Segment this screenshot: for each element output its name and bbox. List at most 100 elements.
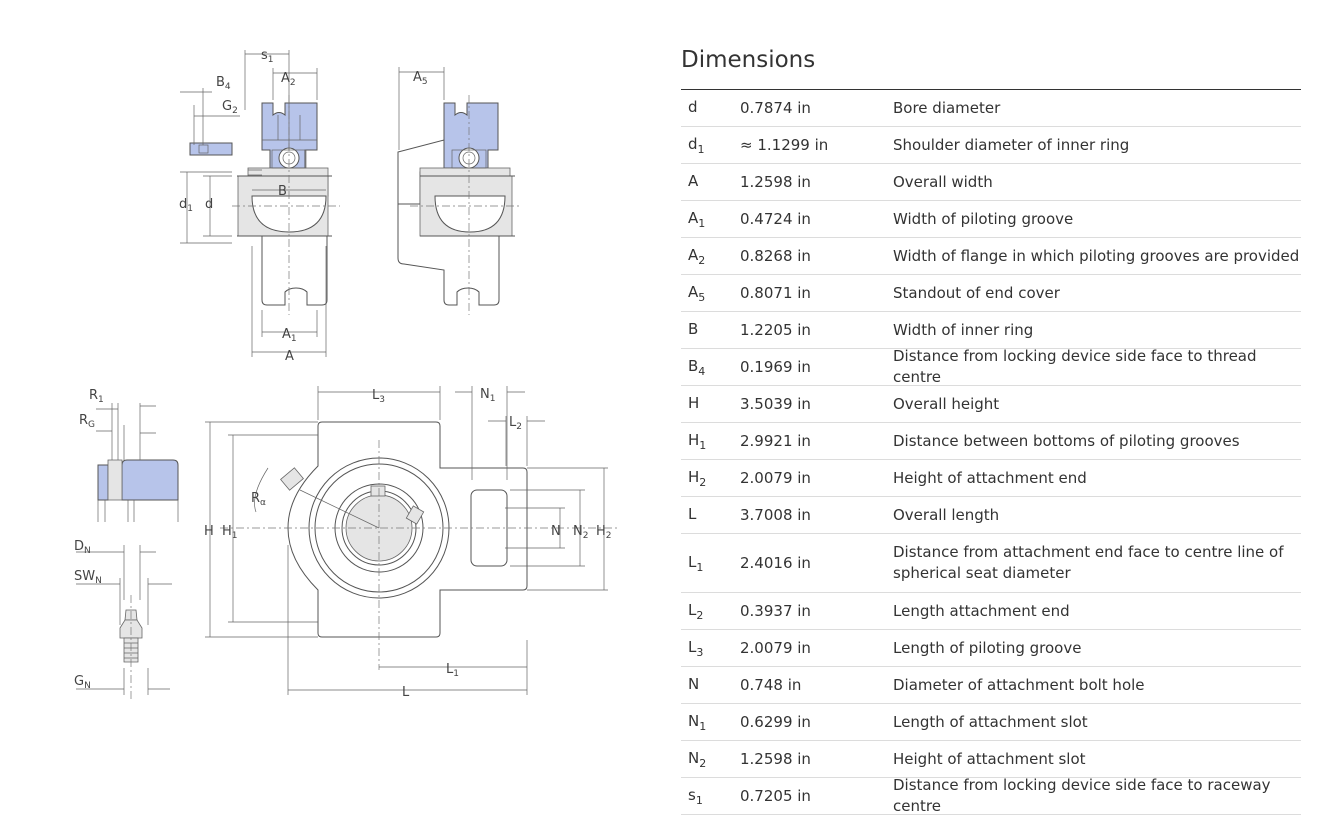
dimension-row: N 0.748 in Diameter of attachment bolt h… xyxy=(681,667,1301,704)
svg-text:d1: d1 xyxy=(179,197,193,214)
dimension-value: 3.7008 in xyxy=(740,506,811,524)
dimension-symbol: L2 xyxy=(688,600,704,622)
svg-text:Rα: Rα xyxy=(251,491,266,508)
dimension-row: H 3.5039 in Overall height xyxy=(681,386,1301,423)
dimension-value: 1.2598 in xyxy=(740,173,811,191)
svg-text:A1: A1 xyxy=(282,327,297,344)
dimension-description: Standout of end cover xyxy=(893,283,1060,302)
svg-text:B: B xyxy=(278,184,287,199)
dimension-symbol: H xyxy=(688,393,700,412)
dimension-value: 0.7874 in xyxy=(740,99,811,117)
dimension-row: A2 0.8268 in Width of flange in which pi… xyxy=(681,238,1301,275)
dimension-row: A 1.2598 in Overall width xyxy=(681,164,1301,201)
dimension-description: Overall height xyxy=(893,394,1000,413)
bearing-unit-technical-drawing: s1 A2 B4 G2 d1 d B A1 A A5 xyxy=(74,48,618,700)
svg-text:L2: L2 xyxy=(509,415,522,432)
svg-text:B4: B4 xyxy=(216,75,231,92)
title-divider xyxy=(681,89,1301,90)
dimension-value: 2.0079 in xyxy=(740,469,811,487)
svg-text:L1: L1 xyxy=(446,662,459,679)
dimension-description: Distance from locking device side face t… xyxy=(893,776,1271,815)
svg-text:GN: GN xyxy=(74,674,91,691)
dimension-row: d 0.7874 in Bore diameter xyxy=(681,90,1301,127)
dimension-value: 2.4016 in xyxy=(740,554,811,572)
dimension-row: A1 0.4724 in Width of piloting groove xyxy=(681,201,1301,238)
dimension-row: L 3.7008 in Overall length xyxy=(681,497,1301,534)
grease-nipple-details: R1 RG DN SWN GN xyxy=(74,388,179,700)
dimension-symbol: d1 xyxy=(688,134,705,156)
dimension-row: N1 0.6299 in Length of attachment slot xyxy=(681,704,1301,741)
dimensions-table: d 0.7874 in Bore diameter d1 ≈ 1.1299 in… xyxy=(681,90,1301,815)
side-section-view: s1 A2 B4 G2 d1 d B A1 A xyxy=(179,48,340,364)
dimension-value: 1.2598 in xyxy=(740,750,811,768)
svg-text:A2: A2 xyxy=(281,71,296,88)
svg-text:DN: DN xyxy=(74,539,91,556)
dimension-row: s1 0.7205 in Distance from locking devic… xyxy=(681,776,1301,815)
dimension-symbol: A xyxy=(688,171,699,190)
dimension-symbol: N xyxy=(688,674,700,693)
dimension-symbol: A1 xyxy=(688,208,706,230)
dimension-value: 1.2205 in xyxy=(740,321,811,339)
dimension-row: H1 2.9921 in Distance between bottoms of… xyxy=(681,423,1301,460)
dimension-symbol: N1 xyxy=(688,711,707,733)
dimension-description: Width of inner ring xyxy=(893,320,1034,339)
dimension-value: 2.9921 in xyxy=(740,432,811,450)
dimension-row: A5 0.8071 in Standout of end cover xyxy=(681,275,1301,312)
dimension-symbol: d xyxy=(688,97,698,116)
dimension-description: Distance between bottoms of piloting gro… xyxy=(893,431,1240,450)
front-view: L3 N1 L2 Rα H H1 N N2 H2 L1 L xyxy=(204,386,618,700)
dimension-value: 0.1969 in xyxy=(740,358,811,376)
dimension-value: 0.4724 in xyxy=(740,210,811,228)
dimension-description: Length of piloting groove xyxy=(893,638,1082,657)
svg-text:L: L xyxy=(402,685,410,700)
svg-text:d: d xyxy=(205,197,213,212)
dimension-symbol: A5 xyxy=(688,282,706,304)
dimension-value: 0.6299 in xyxy=(740,713,811,731)
dimension-description: Length attachment end xyxy=(893,601,1070,620)
dimension-description: Distance from attachment end face to cen… xyxy=(893,543,1284,582)
dimension-symbol: B xyxy=(688,319,699,338)
dimension-value: 2.0079 in xyxy=(740,639,811,657)
svg-text:N1: N1 xyxy=(480,387,495,404)
svg-text:H2: H2 xyxy=(596,524,612,541)
svg-text:RG: RG xyxy=(79,413,95,430)
dimension-row: B 1.2205 in Width of inner ring xyxy=(681,312,1301,349)
dimension-row: H2 2.0079 in Height of attachment end xyxy=(681,460,1301,497)
svg-text:L3: L3 xyxy=(372,388,385,405)
dimension-description: Height of attachment end xyxy=(893,468,1087,487)
dimension-description: Shoulder diameter of inner ring xyxy=(893,135,1130,154)
end-cover-section-view: A5 xyxy=(397,67,520,315)
dimension-value: 0.7205 in xyxy=(740,787,811,805)
dimensions-panel: Dimensions d 0.7874 in Bore diameter d1 … xyxy=(681,0,1301,815)
dimension-symbol: s1 xyxy=(688,785,703,807)
svg-text:G2: G2 xyxy=(222,99,238,116)
dimension-symbol: L1 xyxy=(688,552,704,574)
svg-text:SWN: SWN xyxy=(74,569,102,586)
dimension-value: 0.8268 in xyxy=(740,247,811,265)
dimension-value: 0.8071 in xyxy=(740,284,811,302)
svg-text:R1: R1 xyxy=(89,388,104,405)
svg-text:N2: N2 xyxy=(573,524,588,541)
dimension-description: Diameter of attachment bolt hole xyxy=(893,675,1145,694)
dimensions-title: Dimensions xyxy=(681,47,816,73)
dimension-symbol: L3 xyxy=(688,637,704,659)
dimension-symbol: B4 xyxy=(688,356,706,378)
dimension-description: Height of attachment slot xyxy=(893,749,1086,768)
dimension-description: Length of attachment slot xyxy=(893,712,1088,731)
dimension-row: d1 ≈ 1.1299 in Shoulder diameter of inne… xyxy=(681,127,1301,164)
svg-text:H: H xyxy=(204,524,214,539)
dimension-symbol: A2 xyxy=(688,245,706,267)
svg-text:H1: H1 xyxy=(222,524,238,541)
dimension-description: Width of piloting groove xyxy=(893,209,1074,228)
dimension-value: ≈ 1.1299 in xyxy=(740,136,829,154)
svg-text:A5: A5 xyxy=(413,70,428,87)
dimension-description: Overall width xyxy=(893,172,993,191)
dimension-symbol: H2 xyxy=(688,467,707,489)
dimension-description: Width of flange in which piloting groove… xyxy=(893,246,1300,265)
dimension-value: 3.5039 in xyxy=(740,395,811,413)
dimension-description: Overall length xyxy=(893,505,1000,524)
dimension-row: L2 0.3937 in Length attachment end xyxy=(681,593,1301,630)
dimension-description: Bore diameter xyxy=(893,98,1001,117)
svg-text:N: N xyxy=(551,524,561,539)
dimension-row: B4 0.1969 in Distance from locking devic… xyxy=(681,347,1301,386)
